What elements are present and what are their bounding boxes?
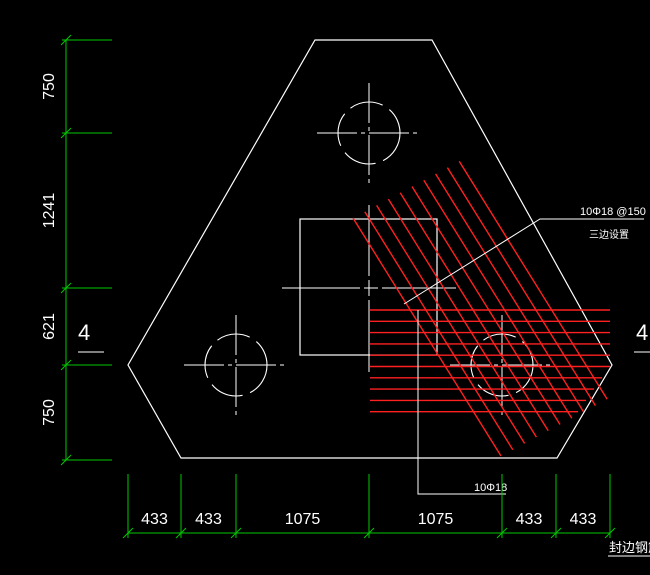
section-mark-left: 4 [78,320,104,353]
hdim-tick [230,527,242,539]
rebar-diagonal [446,167,596,406]
vdim-tick [60,282,72,294]
rebar-diagonal [423,179,573,419]
leader-lines [403,218,650,557]
hdim-label: 433 [516,511,543,528]
hdim-tick [122,527,134,539]
horizontal-dimensions: 433 433 1075 1075 433 433 [122,474,616,539]
vertical-dimensions: 750 1241 621 750 [41,34,112,466]
section-mark-right-number: 4 [636,320,648,345]
pile-left [184,315,288,415]
vdim-tick [60,359,72,371]
rebar-diagonal [399,192,549,432]
section-mark-left-number: 4 [78,320,90,345]
vdim-label: 750 [41,399,58,426]
leader-bottom-rebar [417,310,506,495]
hdim-label: 1075 [285,511,321,528]
section-mark-right: 4 [634,320,650,353]
vdim-tick [60,34,72,46]
vdim-tick [60,127,72,139]
vdim-label: 621 [41,313,58,340]
title-fragment: 封边钢筋 [609,540,650,555]
column-centerlines [282,205,456,372]
rebar-diagonal [387,198,537,438]
rebar-diagonal [376,205,526,444]
hdim-tick [604,527,616,539]
bottom-rebar-label: 10Φ18 [474,482,507,494]
vdim-label: 750 [41,73,58,100]
hdim-label: 433 [195,511,222,528]
rebar-diagonal [435,173,585,413]
hdim-label: 433 [570,511,597,528]
rebar-diagonal [352,217,502,457]
pile-cap-outline [127,39,613,459]
rebar-note-label: 三边设置 [589,229,629,241]
hdim-tick [175,527,187,539]
vdim-label: 1241 [41,193,58,229]
hdim-label: 1075 [418,511,454,528]
vdim-tick [60,454,72,466]
hdim-tick [363,527,375,539]
rebar-diagonal [458,160,608,400]
rebar-diagonal [364,211,514,451]
leader-rebar-spec [403,218,644,305]
rebar-lines [352,160,610,457]
hdim-tick [550,527,562,539]
piles [184,83,554,415]
hdim-tick [496,527,508,539]
rebar-diagonal [411,186,561,425]
pile-top [317,83,421,183]
rebar-spec-label: 10Φ18 @150 [580,206,646,218]
hdim-label: 433 [141,511,168,528]
